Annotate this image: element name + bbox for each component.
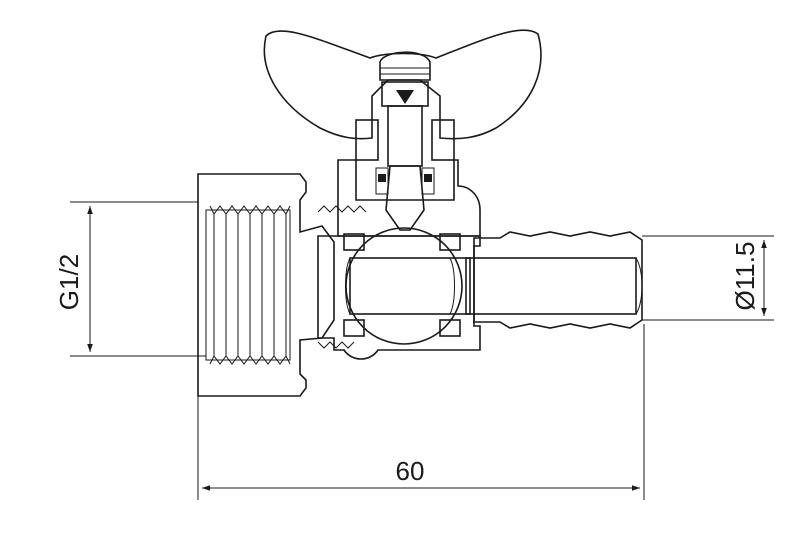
dimension-diameter: Ø11.5 bbox=[642, 235, 774, 321]
dimension-thread: G1/2 bbox=[54, 201, 206, 357]
valve-ball bbox=[345, 227, 471, 345]
diameter-label: Ø11.5 bbox=[730, 242, 760, 311]
thread-teeth bbox=[209, 205, 291, 365]
length-label: 60 bbox=[396, 456, 425, 486]
thread-size-label: G1/2 bbox=[54, 254, 84, 310]
dimension-length: 60 bbox=[197, 324, 645, 500]
valve-body bbox=[317, 235, 481, 360]
body-threads bbox=[317, 205, 367, 349]
ball-seats bbox=[343, 233, 461, 337]
threaded-nut bbox=[197, 173, 335, 397]
hose-barb bbox=[465, 231, 643, 329]
handle-screw bbox=[379, 51, 431, 81]
wing-handle bbox=[263, 29, 542, 140]
bonnet bbox=[337, 159, 481, 237]
